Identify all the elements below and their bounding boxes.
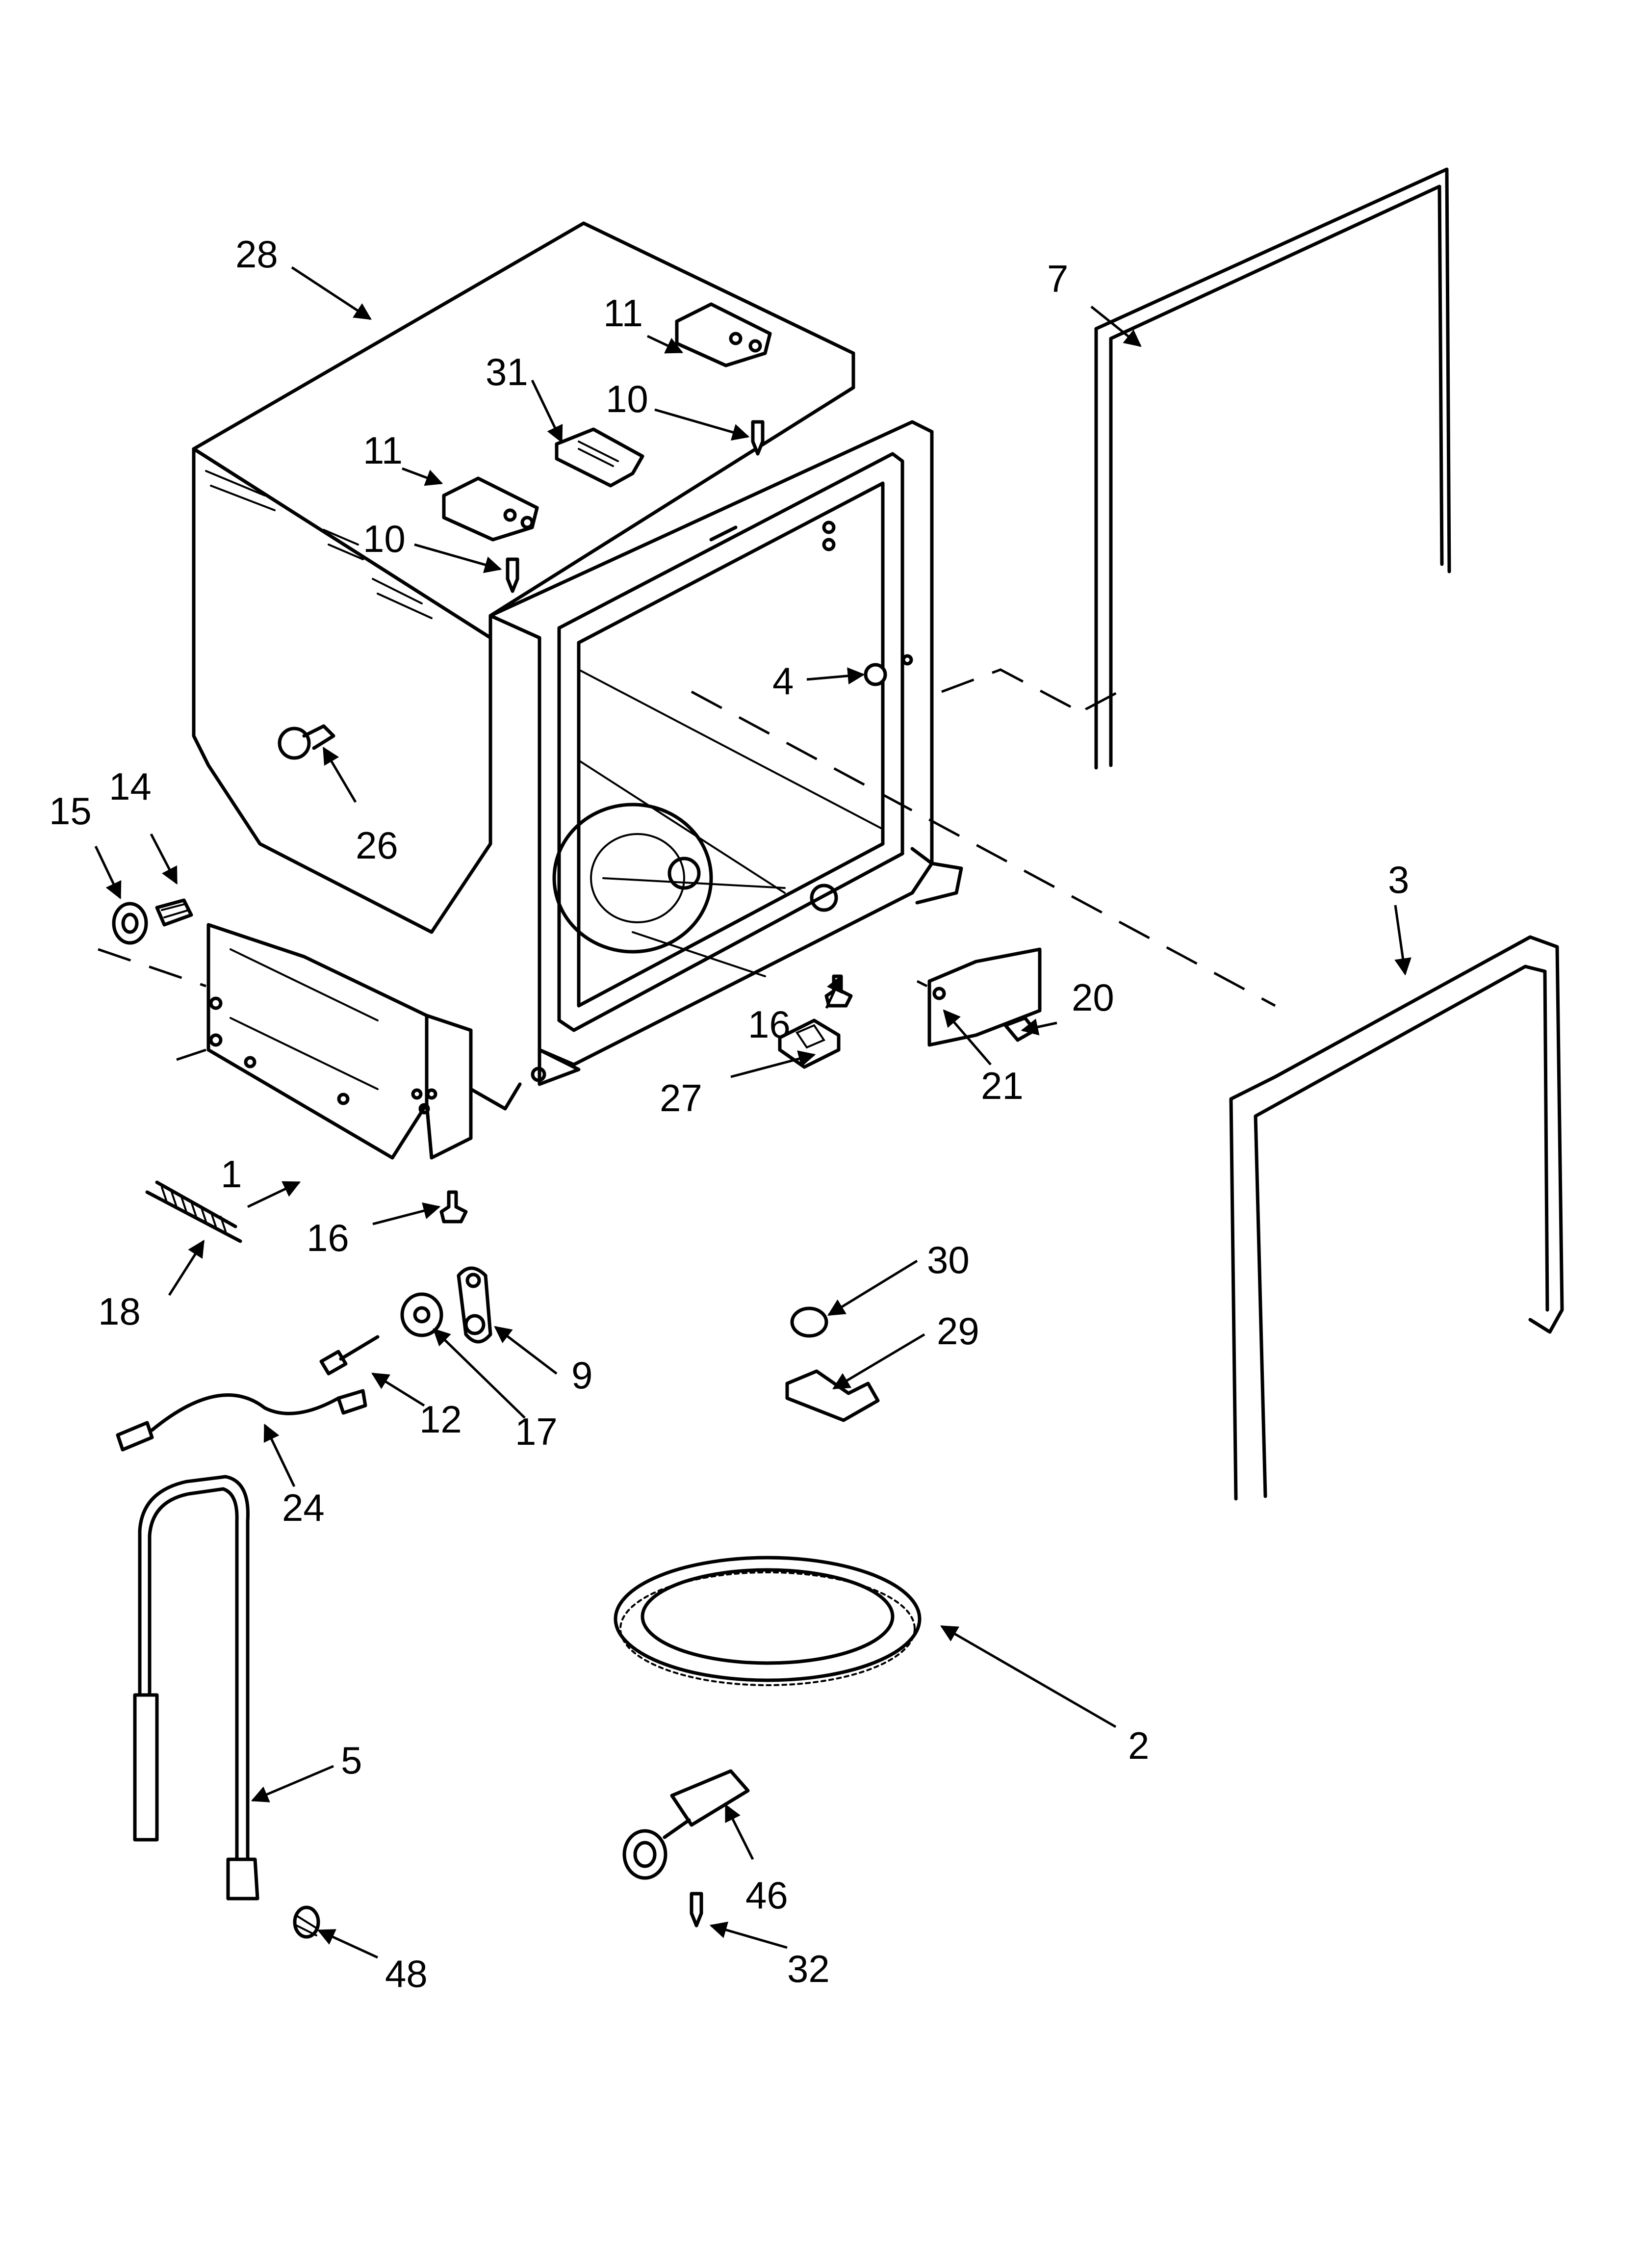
callout-4: 4: [772, 659, 794, 703]
thermostat-30: [790, 1306, 828, 1338]
callout-1: 1: [221, 1152, 242, 1196]
nut-15: [112, 902, 148, 945]
clip-31: [555, 427, 644, 488]
thermostat-bracket-29: [785, 1369, 880, 1422]
roller-bracket-9: [457, 1266, 492, 1344]
tub-assembly: [192, 221, 963, 1160]
callout-7: 7: [1047, 257, 1068, 300]
hinge-bracket-lower: [442, 476, 539, 542]
screw-32: [690, 1892, 703, 1928]
callout-21: 21: [981, 1064, 1024, 1107]
alignment-line-gasket: [941, 668, 1129, 716]
callout-10-upper: 10: [606, 377, 648, 420]
callout-18: 18: [98, 1290, 141, 1333]
callout-3: 3: [1388, 858, 1409, 901]
callout-labels: 28 11 31 10 11 10 4 7 26 14 15 3 16 20 2…: [49, 233, 1409, 1995]
door-gasket-top: [1094, 167, 1451, 770]
callout-9: 9: [571, 1354, 592, 1397]
leader-lines: [94, 266, 1411, 1959]
alignment-line-leg: [98, 948, 206, 988]
spacer-26: [278, 724, 335, 760]
alignment-line-tub: [691, 690, 1276, 1007]
bolt-12: [319, 1335, 380, 1376]
callout-10-lower: 10: [363, 517, 406, 560]
callout-48: 48: [385, 1952, 428, 1995]
screw-upper: [751, 420, 765, 456]
roller-17: [400, 1292, 443, 1337]
alignment-line-base: [176, 1048, 206, 1061]
ground-wire-24: [116, 1389, 367, 1452]
callout-30: 30: [927, 1238, 970, 1281]
callout-15: 15: [49, 789, 92, 833]
sump-seal-ring: [614, 1556, 922, 1686]
tub-gasket-side: [1229, 935, 1564, 1501]
callout-12: 12: [419, 1398, 462, 1441]
callout-2: 2: [1128, 1724, 1149, 1767]
clamp-48: [293, 1905, 320, 1939]
callout-46: 46: [745, 1874, 788, 1917]
callout-11-upper: 11: [603, 291, 643, 335]
callout-16-lower: 16: [307, 1216, 349, 1259]
callout-5: 5: [341, 1739, 362, 1782]
callout-29: 29: [937, 1309, 979, 1353]
callout-31: 31: [486, 350, 528, 393]
spring-18: [145, 1180, 242, 1243]
callout-17: 17: [515, 1410, 558, 1453]
callout-14: 14: [109, 765, 152, 808]
drain-hose-5: [133, 1475, 259, 1901]
callout-16-upper: 16: [748, 1003, 791, 1046]
callout-11-lower: 11: [363, 429, 403, 472]
callout-28: 28: [235, 233, 278, 276]
callout-20: 20: [1072, 976, 1114, 1019]
callout-26: 26: [356, 824, 398, 867]
plug-4: [864, 654, 913, 686]
leg-16-lower: [439, 1190, 468, 1224]
callout-27: 27: [660, 1076, 702, 1120]
bracket-27: [778, 1018, 841, 1069]
callout-24: 24: [282, 1486, 325, 1529]
screw-lower: [506, 557, 519, 593]
callout-32: 32: [787, 1947, 830, 1990]
alignment-line-bracket: [916, 980, 928, 988]
leveling-leg-14: [155, 898, 193, 927]
inlet-fitting-46: [622, 1769, 750, 1880]
